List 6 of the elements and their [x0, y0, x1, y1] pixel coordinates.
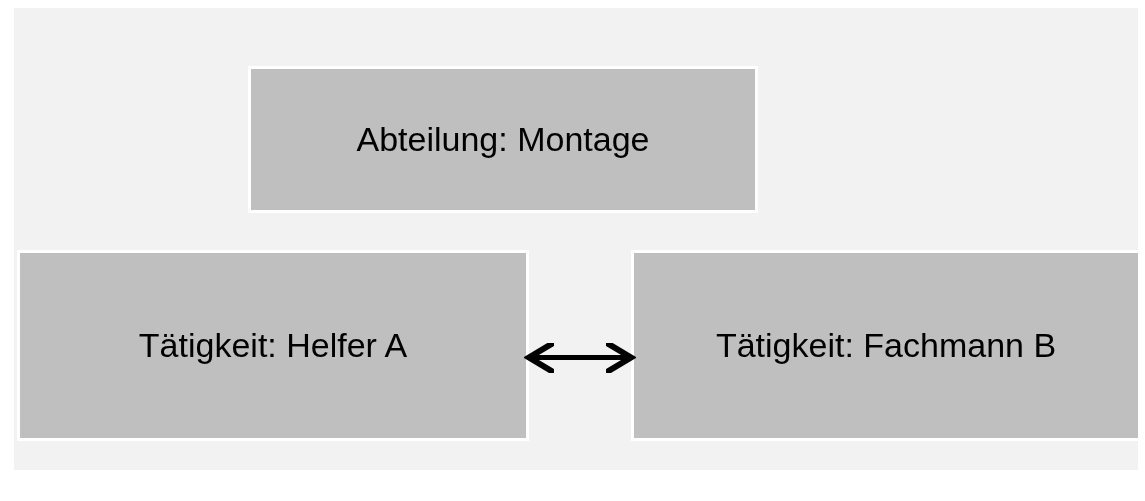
box-label: Tätigkeit: Fachmann B: [715, 325, 1057, 366]
box-label: Tätigkeit: Helfer A: [138, 325, 408, 366]
process-box: [248, 66, 758, 213]
process-box: [631, 250, 1141, 441]
box-label: Abteilung: Montage: [356, 119, 650, 160]
process-box: [17, 250, 529, 441]
